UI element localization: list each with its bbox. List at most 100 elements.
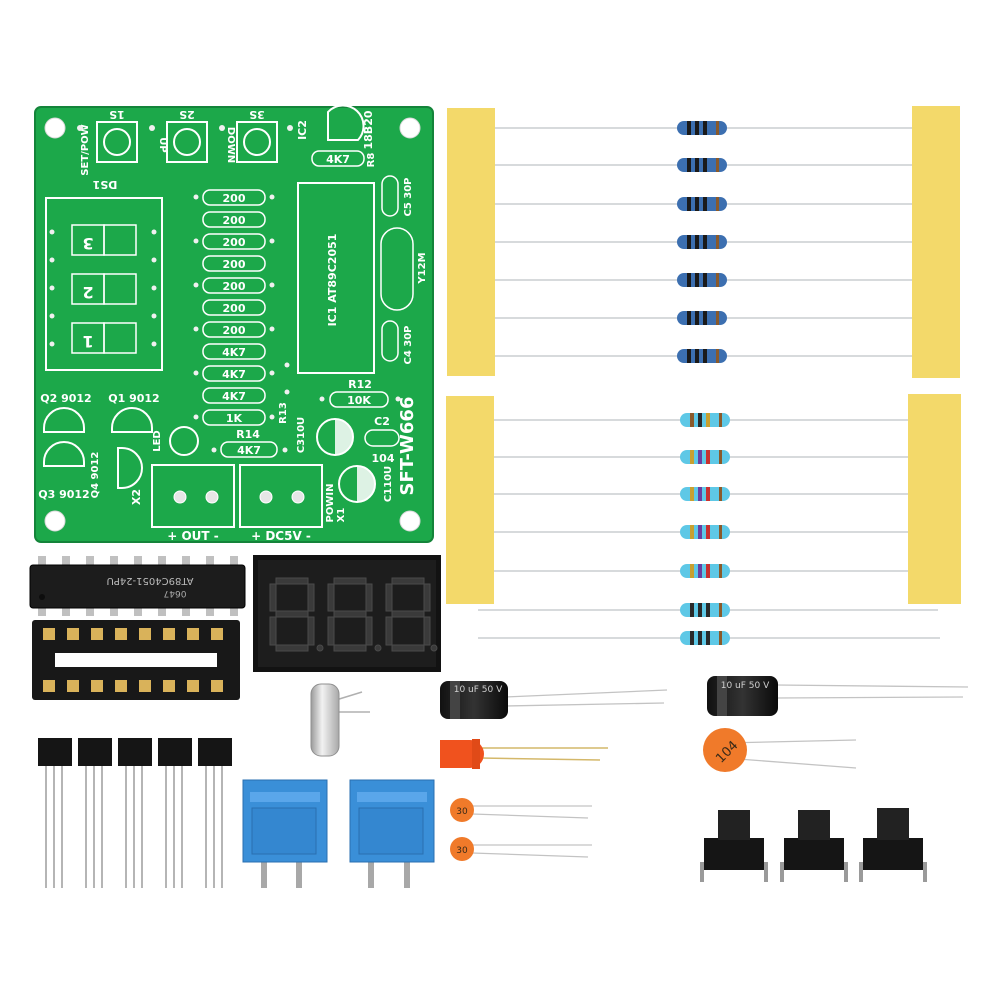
ic1-footprint bbox=[297, 182, 375, 374]
pcb-board: 1S 2S 3S SET/POW UP DOWN DS1 3 2 1 bbox=[34, 104, 434, 543]
paper-tape-right bbox=[912, 106, 960, 378]
mounting-hole bbox=[399, 510, 421, 532]
led-footprint bbox=[169, 426, 199, 456]
r14-footprint bbox=[220, 441, 278, 458]
transistor-label-q4: Q4 9012 bbox=[90, 452, 101, 499]
dc-terminal-footprint bbox=[239, 464, 323, 528]
function-label-up: UP bbox=[157, 137, 168, 152]
c2-label: C2 bbox=[374, 415, 390, 428]
mounting-hole bbox=[44, 510, 66, 532]
board-name: SFT-W666 bbox=[397, 397, 418, 496]
red-led bbox=[440, 739, 608, 769]
ceramic-capacitor-104: 104 bbox=[703, 728, 857, 772]
function-label-down: DOWN bbox=[225, 127, 236, 163]
resistor-blue bbox=[677, 121, 727, 363]
ic-chip: AT89C4051-24PU 0647 bbox=[29, 556, 246, 616]
crystal-footprint bbox=[380, 227, 414, 311]
transistor-label-q1: Q1 9012 bbox=[108, 392, 159, 405]
transistor-footprints bbox=[43, 407, 153, 489]
transistor-label-q2: Q2 9012 bbox=[40, 392, 91, 405]
resistor-value: 200 bbox=[223, 302, 246, 315]
r13-label: R13 bbox=[278, 402, 289, 424]
resistor-value: 4K7 bbox=[222, 346, 246, 359]
capacitor-marking: 10 uF 50 V bbox=[721, 681, 770, 691]
r8-label: R8 bbox=[366, 153, 377, 168]
ceramic-marking-30: 30 bbox=[456, 807, 468, 817]
paper-tape-left bbox=[446, 396, 494, 604]
digit-label-1: 1 bbox=[82, 332, 93, 351]
mounting-hole bbox=[44, 117, 66, 139]
r12-value: 10K bbox=[347, 394, 371, 407]
display-label: DS1 bbox=[93, 178, 118, 191]
ic1-label: IC1 AT89C2051 bbox=[326, 234, 339, 327]
resistor-value: 4K7 bbox=[222, 368, 246, 381]
switch-label-3: 3S bbox=[249, 108, 265, 121]
out-terminal-footprint bbox=[151, 464, 235, 528]
crystal-label: Y12M bbox=[417, 252, 428, 284]
resistor-footprints bbox=[202, 189, 266, 426]
electrolytic-capacitor: 10 uF 50 V bbox=[707, 676, 969, 716]
sensor-label: 18B20 bbox=[362, 110, 375, 149]
resistor-value: 200 bbox=[223, 214, 246, 227]
ceramic-capacitor-30: 30 bbox=[450, 798, 592, 822]
tactile-switch bbox=[859, 808, 927, 882]
c1-label: C110U bbox=[383, 466, 394, 502]
function-label-set: SET/POW bbox=[80, 124, 91, 175]
resistor-value: 200 bbox=[223, 280, 246, 293]
c5-label: C5 30P bbox=[403, 177, 414, 216]
resistor-value: 4K7 bbox=[222, 390, 246, 403]
dc-label: + DC5V - bbox=[251, 529, 311, 543]
resistor-values: 200 200 200 200 200 200 200 4K7 4K7 4K7 … bbox=[222, 192, 246, 425]
x2-label: X2 bbox=[130, 489, 143, 505]
paper-tape-right bbox=[908, 394, 961, 604]
c3-label: C310U bbox=[296, 417, 307, 453]
switch-label-1: 1S bbox=[109, 108, 125, 121]
r12-label: R12 bbox=[348, 378, 372, 391]
resistor-tape-group-1 bbox=[447, 106, 960, 378]
ic2-footprint bbox=[311, 104, 365, 167]
resistor-value: 200 bbox=[223, 258, 246, 271]
out-label: + OUT - bbox=[167, 529, 219, 543]
transistor-label-q3: Q3 9012 bbox=[38, 488, 89, 501]
resistor-tape-group-2 bbox=[446, 394, 961, 645]
chip-marking-line1: AT89C4051-24PU bbox=[106, 575, 193, 586]
transistors bbox=[38, 738, 232, 888]
led-label: LED bbox=[152, 430, 163, 452]
ceramic-marking-30: 30 bbox=[456, 846, 468, 856]
ceramic-capacitor-30: 30 bbox=[450, 837, 592, 861]
resistor-value: 200 bbox=[223, 192, 246, 205]
display-footprint bbox=[45, 197, 163, 371]
capacitor-marking: 10 uF 50 V bbox=[454, 685, 503, 695]
mounting-hole bbox=[399, 117, 421, 139]
c4-label: C4 30P bbox=[403, 325, 414, 364]
seven-segment-display bbox=[253, 555, 441, 672]
tactile-switch bbox=[780, 810, 848, 882]
resistor-value: 200 bbox=[223, 324, 246, 337]
ic-socket bbox=[32, 620, 240, 700]
r14-value: 4K7 bbox=[237, 444, 261, 457]
c5-footprint bbox=[381, 175, 399, 217]
x1-label: X1 bbox=[336, 508, 347, 523]
r12-footprint bbox=[329, 391, 389, 408]
ic2-label: IC2 bbox=[296, 120, 309, 140]
switch-label-2: 2S bbox=[179, 108, 195, 121]
terminal-block bbox=[242, 779, 328, 888]
c4-footprint bbox=[381, 320, 399, 362]
resistor-value: 200 bbox=[223, 236, 246, 249]
tactile-switch bbox=[700, 810, 768, 882]
c2-footprint bbox=[364, 429, 400, 447]
paper-tape-left bbox=[447, 108, 495, 376]
digit-label-2: 2 bbox=[82, 283, 93, 302]
switch-footprints bbox=[96, 121, 278, 163]
crystal-oscillator bbox=[310, 683, 370, 757]
chip-marking-line2: 0647 bbox=[164, 588, 187, 598]
r14-label: R14 bbox=[236, 428, 260, 441]
powin-label: POWIN bbox=[325, 484, 336, 523]
c2-value: 104 bbox=[372, 452, 395, 465]
terminal-block bbox=[349, 779, 435, 888]
resistor-value: 1K bbox=[226, 412, 243, 425]
electrolytic-capacitor: 10 uF 50 V bbox=[440, 681, 668, 719]
r8-value: 4K7 bbox=[326, 153, 350, 166]
digit-label-3: 3 bbox=[82, 234, 93, 253]
